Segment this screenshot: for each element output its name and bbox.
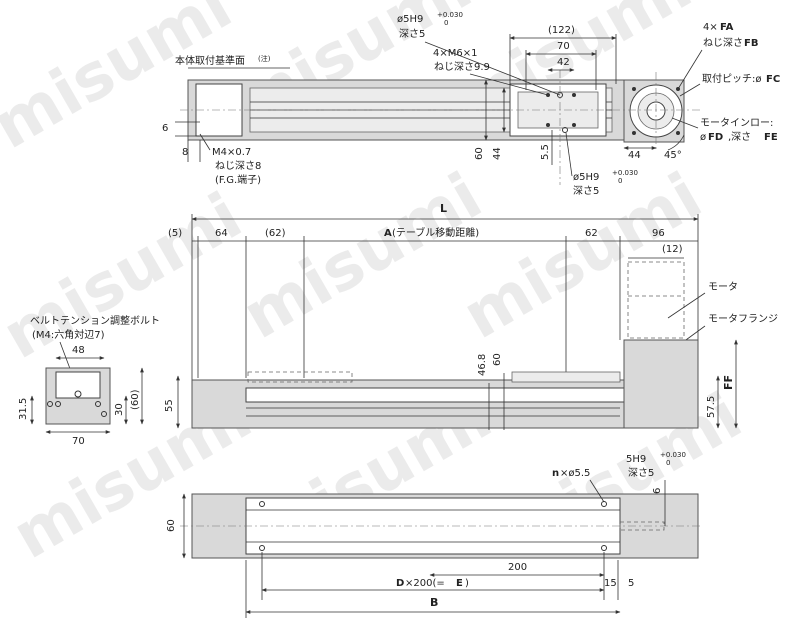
watermark-text: misumi [231, 159, 494, 354]
dim-12-paren: (12) [662, 244, 683, 255]
tap-m6-label: 4×M6×1 [433, 48, 477, 59]
tap-hole [572, 123, 576, 127]
dim-5-5: 5.5 [540, 144, 551, 160]
dim-A-note: (テーブル移動距離) [392, 226, 479, 239]
tap-m6-depth: ねじ深さ9.9 [434, 61, 490, 73]
dim-60-side: 60 [492, 353, 503, 366]
pin-hole-bottom-depth: 深さ5 [573, 185, 599, 197]
fg-terminal: (F.G.端子) [215, 173, 261, 186]
pin-depth: 深さ5 [628, 467, 654, 479]
pin-hole-top-depth: 深さ5 [399, 28, 425, 40]
fd-prefix: ø [700, 132, 706, 143]
motor-flange-label: モータフランジ [708, 313, 778, 325]
m4-depth: ねじ深さ8 [215, 160, 261, 172]
side-table-end [511, 371, 621, 383]
m4-label: M4×0.7 [212, 147, 251, 158]
dim-D-expr: ×200(= [405, 578, 445, 589]
dim-45deg: 45° [664, 150, 682, 161]
side-table-home [247, 371, 353, 383]
dim-62: 62 [585, 228, 598, 239]
dim-70-top: 70 [557, 41, 570, 52]
belt-tension-label: ベルトテンション調整ボルト [30, 314, 160, 327]
top-view: 本体取付基準面 (注) ø5H9 +0.030 0 深さ5 4×M6×1 ねじ深… [162, 11, 780, 197]
side-rail-top [245, 387, 625, 403]
dim-44-vert: 44 [492, 147, 503, 160]
pin-hole-top-label: ø5H9 [397, 14, 423, 25]
dim-6-top: 6 [162, 123, 168, 134]
dim-44-top: 44 [628, 150, 641, 161]
belt-tension-bolt [74, 390, 82, 398]
motor-label: モータ [708, 281, 738, 293]
dim-60-bottom: 60 [166, 519, 177, 532]
dim-15: 15 [604, 578, 617, 589]
dim-60-top: 60 [474, 147, 485, 160]
dim-46-8: 46.8 [477, 354, 488, 376]
dim-48: 48 [72, 345, 85, 356]
dim-E-close: ) [465, 578, 469, 589]
fb-prefix: ねじ深さ [703, 37, 743, 49]
end-view: ベルトテンション調整ボルト (M4:六角対辺7) 48 31.5 30 (60)… [18, 314, 160, 447]
dim-60-paren: (60) [130, 389, 141, 410]
dim-6-bottom: 6 [652, 488, 663, 494]
dim-A: A [384, 228, 392, 239]
dim-E: E [456, 578, 463, 589]
dim-122: (122) [548, 25, 575, 36]
base-mount-note: (注) [258, 54, 271, 63]
fe-prefix: ,深さ [728, 131, 751, 143]
side-rail-body [191, 379, 625, 429]
dim-62-paren: (62) [265, 228, 286, 239]
fd-label: FD [708, 132, 723, 143]
dim-31-5: 31.5 [18, 398, 29, 420]
pin-hole-bottom-label: ø5H9 [573, 172, 599, 183]
end-cover [55, 371, 101, 399]
fc-label: FC [766, 74, 780, 85]
tap-hole [572, 93, 576, 97]
dim-5-bottom: 5 [628, 578, 634, 589]
dim-8: 8 [182, 147, 188, 158]
fa-prefix: 4× [703, 22, 718, 33]
dim-D: D [396, 578, 404, 589]
pin-hole-bottom-tol-lower: 0 [618, 177, 622, 185]
pitch-prefix: 取付ピッチ:ø [702, 72, 762, 85]
pin-hole-top-tol-lower: 0 [444, 19, 448, 27]
dim-55: 55 [164, 399, 175, 412]
fb-label: FB [744, 38, 758, 49]
motor-outline [627, 261, 685, 339]
side-motor-flange [623, 339, 699, 429]
pin-tol-lower: 0 [666, 459, 670, 467]
dim-B: B [430, 596, 438, 609]
pin-hole-bottom-tol-upper: +0.030 [612, 169, 638, 177]
motor-inlow-label: モータインロー: [700, 117, 773, 129]
tap-hole [546, 123, 550, 127]
bottom-view: 60 5H9 +0.030 0 深さ5 n ×ø5.5 6 200 D ×200… [166, 451, 700, 618]
belt-tension-note: (M4:六角対辺7) [32, 328, 105, 341]
pin-hole-label: 5H9 [626, 454, 646, 465]
dim-200: 200 [508, 562, 527, 573]
dim-5-paren: (5) [168, 228, 182, 239]
dim-57-5: 57.5 [706, 396, 717, 418]
dim-96: 96 [652, 228, 665, 239]
pin-hole [562, 127, 568, 133]
dim-64: 64 [215, 228, 228, 239]
dim-70-end: 70 [72, 436, 85, 447]
side-view: L (5) 64 (62) A (テーブル移動距離) 62 96 (12) モー… [164, 202, 778, 430]
dim-30: 30 [114, 403, 125, 416]
n-hole: ×ø5.5 [560, 468, 590, 479]
base-mount-label: 本体取付基準面 [175, 54, 245, 67]
fa-label: FA [720, 22, 734, 33]
pin-tol-upper: +0.030 [660, 451, 686, 459]
fe-label: FE [764, 132, 778, 143]
dim-FF: FF [722, 375, 735, 390]
pin-hole-top-tol-upper: +0.030 [437, 11, 463, 19]
watermark-text: misumi [0, 179, 254, 374]
n-label: n [552, 468, 559, 479]
dim-L: L [440, 202, 447, 215]
dim-42: 42 [557, 57, 570, 68]
